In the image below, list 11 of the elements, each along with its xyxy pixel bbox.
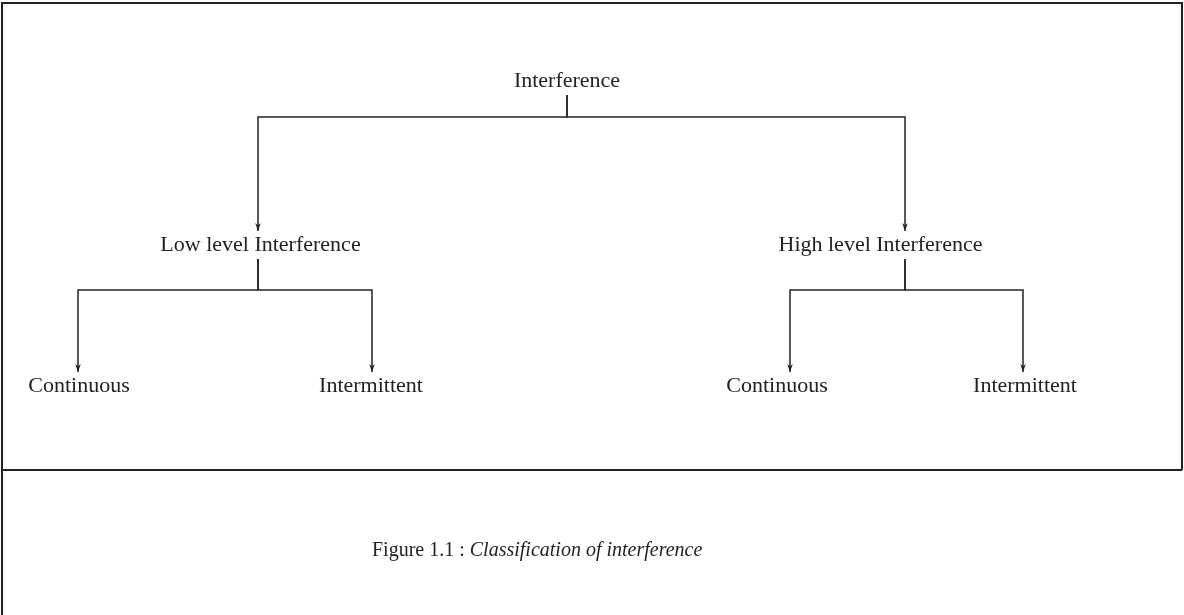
node-label: Continuous [4, 370, 154, 400]
node-label: High level Interference [748, 229, 1013, 259]
node-label: Continuous [702, 370, 852, 400]
node-label: Interference [487, 65, 647, 95]
arrow [904, 258, 1026, 373]
figure-caption: Figure 1.1 : Classification of interference [372, 538, 703, 561]
node-label: Intermittent [296, 370, 446, 400]
node-label: Intermittent [950, 370, 1100, 400]
node-label: Low level Interference [128, 229, 393, 259]
arrow [566, 94, 908, 232]
arrow [257, 258, 375, 373]
